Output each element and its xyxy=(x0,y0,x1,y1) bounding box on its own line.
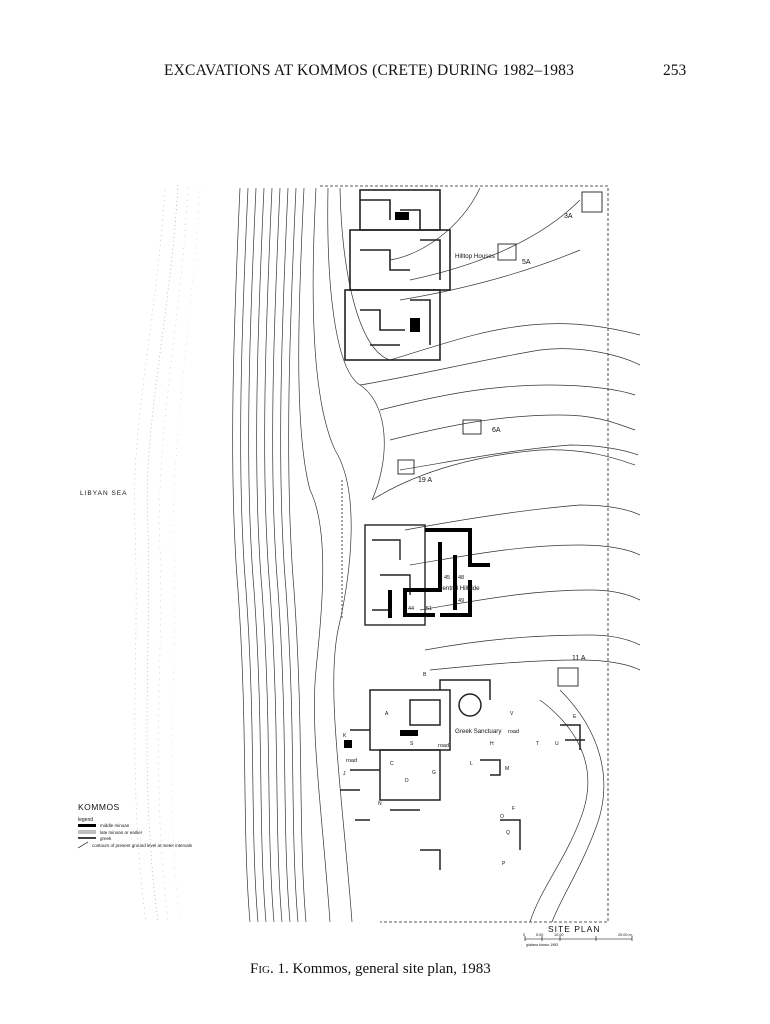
scale-tick-0: 0 xyxy=(523,933,525,937)
building-letters: A B C D E F G H J K L M N O P Q S T U V xyxy=(343,672,577,867)
room-number-49: 49 xyxy=(458,598,464,604)
building-letter: P xyxy=(502,861,506,867)
figure-caption: Fig. 1. Kommos, general site plan, 1983 xyxy=(250,961,491,978)
room-number-45: 45 xyxy=(444,575,450,581)
legend-swatches xyxy=(77,824,96,849)
greek-sanctuary-walls xyxy=(340,679,585,870)
sanctuary-label: Greek Sanctuary xyxy=(455,728,502,735)
scale-tick-5: 5.00 xyxy=(536,933,543,937)
site-plan-map: LIBYAN SEA Hilltop Houses Central Hillsi… xyxy=(77,184,641,947)
site-plan-figure: LIBYAN SEA Hilltop Houses Central Hillsi… xyxy=(60,170,700,950)
room-number-51: 51 xyxy=(426,606,432,612)
legend-item-late-minoan: late minoan or earlier xyxy=(100,830,143,835)
building-letter: H xyxy=(490,741,494,747)
trench-3a xyxy=(581,191,603,213)
building-letter: D xyxy=(405,778,409,784)
trench-19a xyxy=(397,459,415,475)
building-letter: M xyxy=(505,766,509,772)
building-letter: G xyxy=(432,770,436,776)
building-letter: O xyxy=(500,814,504,820)
road-label-1: road xyxy=(438,743,449,749)
building-letter: N xyxy=(378,801,382,807)
hilltop-mm-walls xyxy=(395,212,420,332)
building-letter: L xyxy=(470,761,473,767)
page-number: 253 xyxy=(663,62,687,79)
scale-tick-20: 20.00 m. xyxy=(618,933,633,937)
building-letter: S xyxy=(410,741,414,747)
contour-lines xyxy=(232,187,641,923)
trench-label-3a: 3A xyxy=(564,213,573,220)
road-label-3: road xyxy=(346,758,357,764)
building-letter: F xyxy=(512,806,515,812)
legend-heading: legend xyxy=(78,817,93,823)
room-number-48: 48 xyxy=(458,575,464,581)
greek-walls-black xyxy=(344,730,418,748)
beach-stipple xyxy=(134,184,201,923)
caption-label: Fig. 1. xyxy=(250,961,289,977)
legend-swatch-contour xyxy=(77,841,89,849)
building-letter: U xyxy=(555,741,559,747)
central-hillside-mm-walls xyxy=(388,528,490,618)
legend-item-greek: greek xyxy=(100,836,112,841)
room-number-44: 44 xyxy=(408,606,414,612)
trench-label-5a: 5A xyxy=(522,259,531,266)
central-label: Central Hillside xyxy=(438,585,480,592)
legend-item-contours: contours of present ground level at mete… xyxy=(92,843,193,848)
scale-bar xyxy=(524,936,633,941)
building-letter: J xyxy=(343,771,346,777)
site-boundary xyxy=(320,185,609,923)
caption-text: Kommos, general site plan, 1983 xyxy=(292,961,491,977)
legend-swatch-middle-minoan xyxy=(78,824,96,827)
running-head: EXCAVATIONS AT KOMMOS (CRETE) DURING 198… xyxy=(164,62,575,79)
building-letter: A xyxy=(385,711,389,717)
trench-11a xyxy=(557,667,579,687)
hilltop-label: Hilltop Houses xyxy=(455,253,495,260)
legend-swatch-late-minoan xyxy=(78,830,96,834)
road-label-2: road xyxy=(508,729,519,735)
building-letter: C xyxy=(390,761,394,767)
trench-label-11a: 11 A xyxy=(572,655,586,662)
scale-credit: giuliana bianco 1983 xyxy=(526,943,558,947)
building-letter: E xyxy=(573,714,577,720)
building-letter: B xyxy=(423,672,427,678)
sea-label: LIBYAN SEA xyxy=(80,490,127,497)
building-letter: Q xyxy=(506,830,510,836)
trench-label-19a: 19 A xyxy=(418,477,432,484)
building-letter: K xyxy=(343,733,347,739)
scale-tick-10: 10.00 xyxy=(554,933,564,937)
trench-6a xyxy=(462,419,482,435)
legend-item-middle-minoan: middle minoan xyxy=(100,823,130,828)
central-hillside-walls xyxy=(364,524,426,626)
trench-label-6a: 6A xyxy=(492,427,501,434)
site-plan-label: SITE PLAN xyxy=(548,924,600,934)
hilltop-houses-walls xyxy=(344,189,451,361)
trench-5a xyxy=(497,243,517,261)
map-title: KOMMOS xyxy=(78,802,120,812)
building-letter: T xyxy=(536,741,539,747)
building-letter: V xyxy=(510,711,514,717)
